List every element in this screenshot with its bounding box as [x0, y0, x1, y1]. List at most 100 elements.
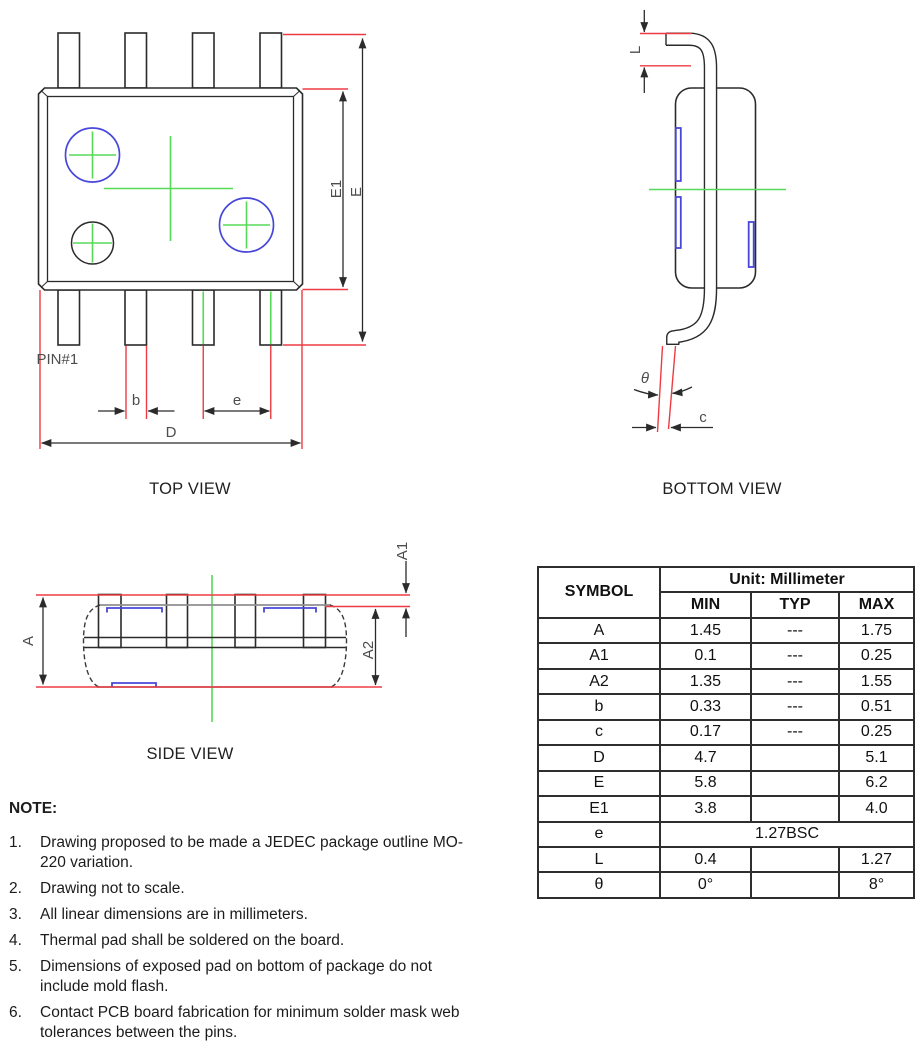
note-text: Drawing not to scale.: [40, 880, 185, 897]
cell-min: 1.35: [659, 667, 752, 696]
table-row: D 4.7 5.1: [537, 744, 915, 772]
cell-typ: ---: [750, 667, 840, 696]
table-header-row: MIN TYP MAX: [538, 591, 915, 619]
cell-max: 8°: [838, 871, 915, 899]
cell-min: 0.4: [659, 845, 752, 874]
cell-min: 5.8: [659, 769, 752, 798]
note-number: 1.: [9, 834, 22, 851]
note-text: Dimensions of exposed pad on bottom of p…: [40, 958, 433, 995]
cell-typ: ---: [750, 616, 840, 645]
note-number: 4.: [9, 932, 22, 949]
dim-label-l: L: [627, 46, 644, 54]
cell-symbol: b: [537, 693, 661, 721]
cell-max: 6.2: [838, 769, 915, 798]
note-item: 6. Contact PCB board fabrication for min…: [9, 1003, 467, 1043]
cell-typ: [750, 871, 840, 899]
dim-label-theta: θ: [641, 370, 649, 387]
cell-min: 0.17: [659, 718, 752, 747]
cell-typ: [750, 769, 840, 798]
cell-typ: ---: [750, 718, 840, 747]
side-view-extension-lines: [36, 594, 410, 688]
cell-max: 0.51: [838, 693, 915, 721]
cell-max: 1.75: [838, 616, 915, 645]
cell-min: 0.1: [659, 642, 752, 670]
top-view-pins: [57, 32, 283, 346]
note-number: 2.: [9, 880, 22, 897]
cell-typ: [750, 795, 840, 823]
cell-max: 0.25: [838, 642, 915, 670]
note-text: Thermal pad shall be soldered on the boa…: [40, 932, 345, 949]
top-view-drawing: E1 E b e D PIN#1: [37, 32, 367, 449]
table-row: A 1.45 --- 1.75: [537, 616, 915, 645]
center-crosshairs: [69, 131, 272, 344]
note-item: 3. All linear dimensions are in millimet…: [9, 905, 467, 925]
note-text: All linear dimensions are in millimeters…: [40, 906, 308, 923]
cell-symbol: A1: [537, 642, 661, 670]
table-row: E1 3.8 4.0: [537, 795, 915, 823]
cell-min: 4.7: [659, 744, 752, 772]
cell-symbol: E: [537, 769, 661, 798]
top-view-dimension-lines: [40, 37, 367, 447]
cell-symbol: e: [537, 820, 661, 849]
fiducial-circles: [64, 127, 275, 265]
table-row: e 1.27BSC: [537, 820, 915, 849]
cell-span-value: 1.27BSC: [659, 820, 915, 849]
table-row: E 5.8 6.2: [537, 769, 915, 798]
cell-max: 1.55: [838, 667, 915, 696]
dim-label-d: D: [166, 424, 177, 441]
top-view-extension-lines: [39, 33, 366, 449]
pad-marks: [674, 127, 755, 268]
table-row: L 0.4 1.27: [537, 845, 915, 874]
cell-typ: [750, 744, 840, 772]
table-header-row: SYMBOL Unit: Millimeter: [537, 565, 915, 619]
header-unit: Unit: Millimeter: [659, 565, 915, 594]
cell-min: 0.33: [659, 693, 752, 721]
cell-typ: [750, 845, 840, 874]
cell-symbol: L: [537, 845, 661, 874]
cell-min: 0°: [659, 871, 752, 899]
table-row: b 0.33 --- 0.51: [537, 693, 915, 721]
cell-max: 4.0: [838, 795, 915, 823]
cell-min: 3.8: [659, 795, 752, 823]
table-row: A2 1.35 --- 1.55: [537, 667, 915, 696]
note-number: 6.: [9, 1004, 22, 1021]
note-item: 1. Drawing proposed to be made a JEDEC p…: [9, 833, 467, 873]
cell-symbol: θ: [537, 871, 661, 899]
cell-max: 0.25: [838, 718, 915, 747]
notes-heading: NOTE:: [9, 800, 58, 817]
notes-section: NOTE: 1. Drawing proposed to be made a J…: [9, 799, 467, 1048]
bottom-view-dimension-lines: [632, 10, 713, 432]
pin1-label: PIN#1: [37, 351, 79, 368]
side-view-caption: SIDE VIEW: [146, 745, 234, 763]
cell-symbol: A: [537, 616, 661, 645]
note-number: 5.: [9, 958, 22, 975]
side-view-dimension-lines: [39, 561, 410, 686]
cell-min: 1.45: [659, 616, 752, 645]
note-item: 4. Thermal pad shall be soldered on the …: [9, 931, 467, 951]
dimensions-table: SYMBOL Unit: Millimeter MIN TYP MAX A 1.…: [537, 565, 915, 899]
dim-label-a2: A2: [360, 641, 377, 659]
cell-max: 1.27: [838, 845, 915, 874]
gull-wing-lead: [665, 32, 718, 345]
header-typ: TYP: [750, 591, 840, 619]
note-text: Contact PCB board fabrication for minimu…: [40, 1004, 460, 1041]
note-number: 3.: [9, 906, 22, 923]
header-max: MAX: [838, 591, 915, 619]
header-symbol: SYMBOL: [537, 566, 661, 619]
cell-symbol: A2: [537, 667, 661, 696]
note-item: 5. Dimensions of exposed pad on bottom o…: [9, 957, 467, 997]
side-view-drawing: A A1 A2: [20, 542, 411, 722]
top-view-caption: TOP VIEW: [149, 480, 231, 498]
dim-label-e-outer: E: [348, 187, 365, 197]
cell-typ: ---: [750, 642, 840, 670]
note-item: 2. Drawing not to scale.: [9, 879, 467, 899]
table-row: c 0.17 --- 0.25: [537, 718, 915, 747]
dim-label-a: A: [20, 636, 37, 646]
header-min: MIN: [659, 591, 752, 619]
dim-label-b: b: [132, 392, 140, 409]
bottom-view-extension-lines: [640, 32, 692, 433]
cell-symbol: c: [537, 718, 661, 747]
cell-max: 5.1: [838, 744, 915, 772]
dim-label-pitch: e: [233, 392, 241, 409]
side-view-pad-marks: [106, 607, 317, 688]
